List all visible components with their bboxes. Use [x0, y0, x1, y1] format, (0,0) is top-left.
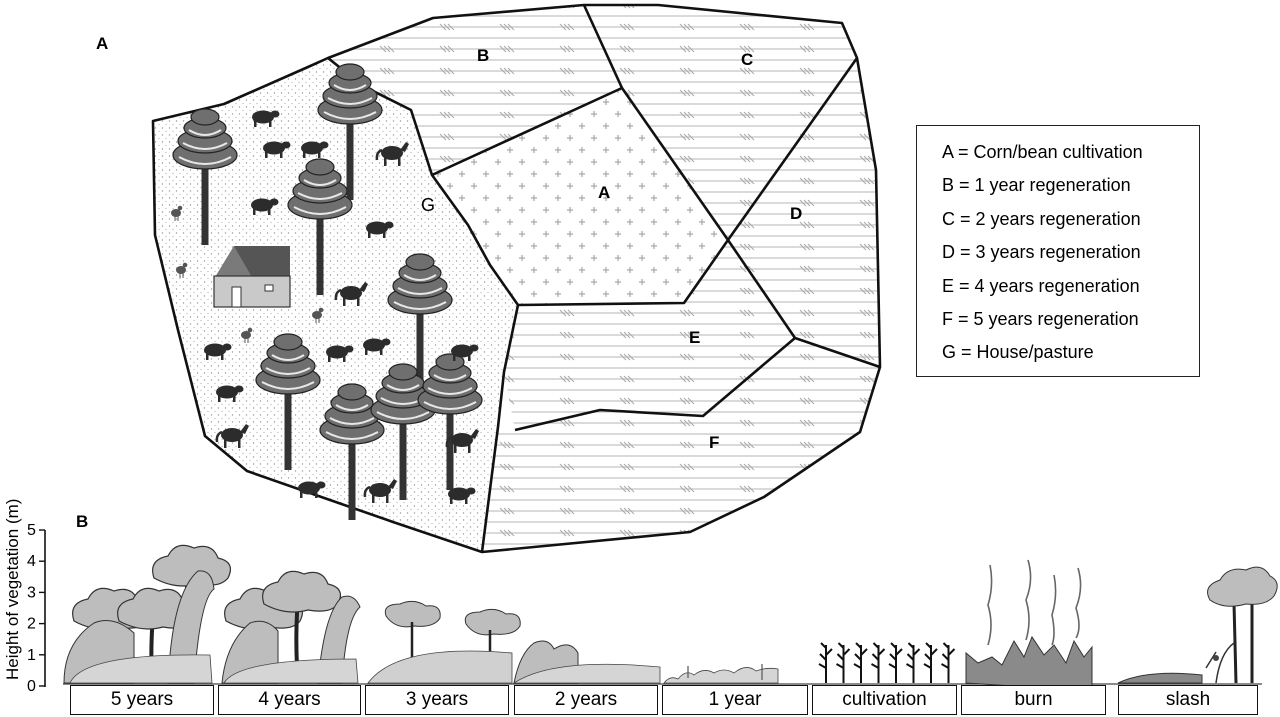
stage-illustration-3-years [367, 600, 521, 684]
region-c-area [584, 5, 857, 240]
region-b-area [328, 5, 622, 175]
vegetation-profile: 0 1 2 3 4 5 [27, 522, 1278, 695]
y-tick-label: 2 [27, 616, 36, 633]
y-axis-ticks: 0 1 2 3 4 5 [27, 522, 45, 695]
region-label-g: G [421, 195, 435, 215]
region-label-c: C [741, 50, 753, 69]
legend-entry-d: D = 3 years regeneration [942, 242, 1141, 263]
stage-label-2-years: 2 years [514, 685, 658, 715]
y-tick-label: 5 [27, 522, 36, 539]
stage-illustration-4-years [221, 569, 361, 685]
region-label-d: D [790, 204, 802, 223]
stage-label-4-years: 4 years [218, 685, 361, 715]
legend-entry-b: B = 1 year regeneration [942, 175, 1131, 196]
region-label-f: F [709, 433, 719, 452]
corn-plant-icon [871, 642, 886, 683]
legend-entry-a: A = Corn/bean cultivation [942, 142, 1143, 162]
region-e-area [504, 240, 795, 430]
y-axis-label: Height of vegetation (m) [3, 498, 22, 680]
region-label-e: E [689, 328, 700, 347]
region-f-area [482, 338, 880, 552]
y-tick-label: 4 [27, 553, 36, 570]
stage-label-slash: slash [1118, 685, 1258, 715]
corn-plant-icon [836, 642, 851, 683]
y-tick-label: 0 [27, 678, 36, 695]
stage-label-1-year: 1 year [662, 685, 808, 715]
corn-plant-icon [888, 642, 903, 683]
stage-label-3-years: 3 years [365, 685, 509, 715]
corn-plant-icon [941, 642, 956, 683]
stage-illustration-2-years [512, 640, 661, 684]
stage-label-5-years: 5 years [70, 685, 214, 715]
stage-illustration-slash [1117, 566, 1278, 684]
legend-box: A = Corn/bean cultivation B = 1 year reg… [916, 125, 1200, 377]
legend-entry-e: E = 4 years regeneration [942, 275, 1140, 296]
stage-illustration-burn [965, 559, 1093, 692]
corn-plant-icon [853, 642, 868, 683]
corn-plant-icon [906, 642, 921, 683]
stage-illustration-cultivation [818, 642, 956, 683]
region-label-a: A [598, 183, 610, 202]
panel-b-letter: B [76, 512, 89, 531]
legend-entry-g: G = House/pasture [942, 342, 1094, 363]
region-d-area [728, 58, 880, 367]
panel-a-letter: A [96, 34, 109, 53]
legend-entry-f: F = 5 years regeneration [942, 309, 1139, 330]
y-tick-label: 3 [27, 584, 36, 601]
stage-label-burn: burn [961, 685, 1106, 715]
field-map: A B C D E F G [151, 3, 882, 554]
stage-label-cultivation: cultivation [812, 685, 957, 715]
stage-illustration-1-year [663, 664, 779, 684]
house-icon [213, 246, 291, 308]
corn-plant-icon [818, 642, 833, 683]
region-label-b: B [477, 46, 489, 65]
y-tick-label: 1 [27, 647, 36, 664]
stage-illustration-5-years [63, 543, 233, 685]
legend-entry-c: C = 2 years regeneration [942, 208, 1141, 229]
corn-plant-icon [923, 642, 938, 683]
